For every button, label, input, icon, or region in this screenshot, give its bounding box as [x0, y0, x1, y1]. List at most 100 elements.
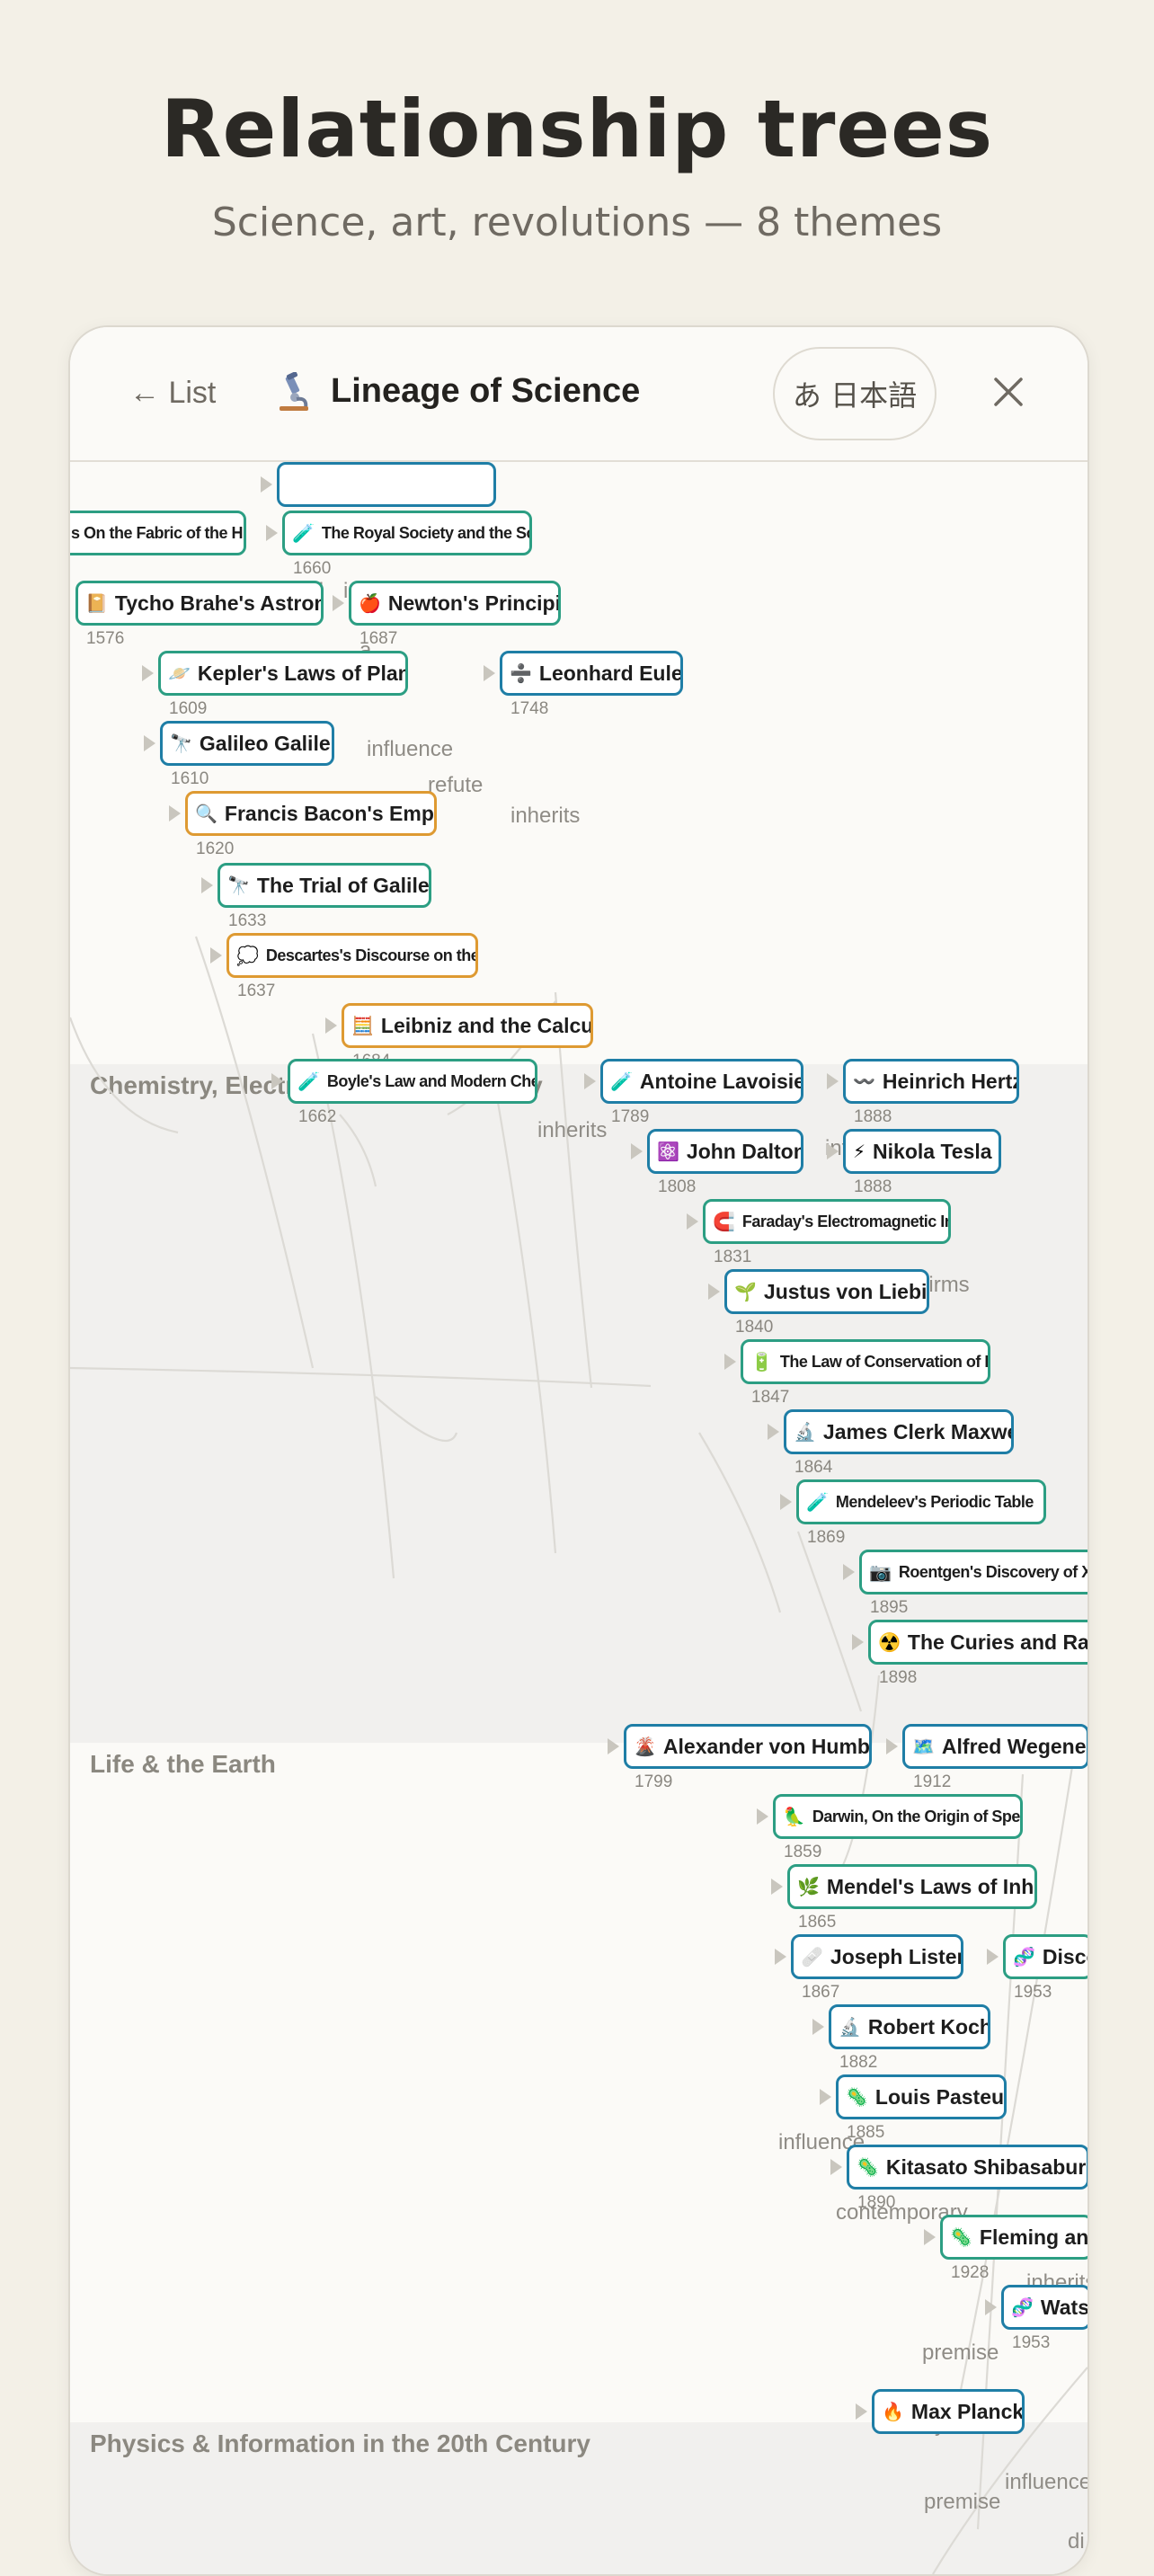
node-label: The Trial of Galileo [256, 873, 431, 897]
node-icon: 🧪 [297, 1071, 320, 1092]
tree-node[interactable]: 🧪The Royal Society and the Scientific Re… [282, 511, 532, 555]
node-year: 1748 [510, 699, 549, 718]
tree-node[interactable]: ⚡Nikola Tesla [843, 1129, 1001, 1174]
tree-node[interactable]: ➗Leonhard Euler [500, 651, 683, 696]
edge-arrow [843, 1564, 855, 1580]
edge-arrow [820, 2089, 831, 2105]
tree-node[interactable]: 🔭 The Trial of Galileo [217, 863, 431, 908]
node-label: Faraday's Electromagnetic Induction [741, 1212, 948, 1230]
back-to-list-button[interactable]: ← List [129, 376, 217, 410]
node-year: 1609 [169, 699, 208, 718]
tree-node[interactable]: s On the Fabric of the Human Body [70, 511, 246, 555]
tree-node[interactable]: 🧬 Wats [1001, 2285, 1089, 2330]
node-label: Justus von Liebig [763, 1279, 929, 1303]
edge-arrow [852, 1634, 864, 1650]
node-icon: 🔭 [227, 875, 250, 896]
node-icon: 🗺️ [912, 1737, 935, 1757]
tree-node[interactable]: ☢️The Curies and Radi [868, 1620, 1087, 1665]
edge-label: influence [367, 737, 454, 761]
node-label: Leonhard Euler [538, 661, 683, 685]
node-year: 1859 [784, 1843, 822, 1861]
tree-node[interactable]: 🩹Joseph Lister [791, 1934, 963, 1979]
tree-node[interactable]: 🧪Boyle's Law and Modern Chemistry [288, 1059, 537, 1104]
tree-node[interactable]: 💭Descartes's Discourse on the Method [226, 933, 478, 978]
node-year: 1633 [228, 911, 267, 930]
edge-arrow [827, 1143, 839, 1159]
node-label: s On the Fabric of the Human Body [71, 523, 244, 542]
node-year: 1890 [857, 2193, 896, 2212]
edge-arrow [584, 1073, 596, 1089]
tree-node[interactable]: 🦠Louis Pasteur [836, 2074, 1007, 2119]
tree-node[interactable]: 🧬Discover [1003, 1934, 1087, 1979]
tree-node[interactable]: 🔬Robert Koch [829, 2004, 990, 2049]
tree-node[interactable]: 📷Roentgen's Discovery of X-ra [859, 1550, 1087, 1594]
edge-arrow [325, 1017, 337, 1034]
edge-arrow [608, 1738, 619, 1754]
node-icon: 📷 [869, 1562, 892, 1583]
tree-node[interactable]: 🌱 Justus von Liebig [724, 1269, 929, 1314]
node-year: 1953 [1014, 1983, 1052, 2002]
edge-arrow [333, 595, 344, 611]
node-icon: 🌱 [734, 1282, 757, 1302]
node-icon: 🧮 [351, 1016, 374, 1036]
node-icon: 🩹 [801, 1947, 823, 1968]
node-label: Fleming and [979, 2225, 1089, 2249]
edge-arrow [987, 1949, 999, 1965]
edge-label: premise [924, 2490, 1001, 2514]
tree-node[interactable]: 🧪Antoine Lavoisier [600, 1059, 803, 1104]
tree-node[interactable]: 📔Tycho Brahe's Astronomical Observations [75, 581, 324, 626]
edge-arrow [708, 1284, 720, 1300]
node-year: 1865 [798, 1913, 837, 1932]
tree-node[interactable]: 🔍Francis Bacon's Empiricism [185, 791, 437, 836]
node-label: Descartes's Discourse on the Method [265, 946, 478, 964]
edge-label: inherits [537, 1118, 608, 1142]
tree-node[interactable]: ⚛️John Dalton [647, 1129, 803, 1174]
microscope-icon [280, 372, 308, 411]
edge-label: premise [922, 2341, 999, 2365]
edge-arrow [812, 2019, 824, 2035]
node-year: 1620 [196, 839, 235, 858]
tree-node[interactable]: 🔭Galileo Galilei [160, 721, 334, 766]
node-icon: 🧬 [1011, 2297, 1034, 2318]
node-label: Wats [1040, 2295, 1089, 2319]
tree-node[interactable]: 🧲Faraday's Electromagnetic Induction [703, 1199, 951, 1244]
node-icon: 🔥 [882, 2402, 904, 2422]
node-year: 1885 [847, 2123, 885, 2142]
node-icon: 🔬 [794, 1422, 816, 1443]
tree-node[interactable]: 🌿Mendel's Laws of Inheritance [787, 1864, 1037, 1909]
language-toggle-button[interactable]: あ 日本語 [773, 347, 937, 440]
node-icon: 🔬 [839, 2017, 861, 2038]
tree-node[interactable]: 🧪Mendeleev's Periodic Table [796, 1479, 1046, 1524]
edge-arrow [985, 2299, 997, 2315]
edge-arrow [827, 1073, 839, 1089]
tree-node[interactable]: 🦜Darwin, On the Origin of Species [773, 1794, 1023, 1839]
edge-arrow [201, 877, 213, 893]
band-label: Physics & Information in the 20th Centur… [90, 2429, 590, 2457]
node-icon: ☢️ [878, 1632, 901, 1653]
edge-arrow [856, 2403, 867, 2420]
tree-node[interactable]: 🧮Leibniz and the Calculus [342, 1003, 593, 1048]
tree-node[interactable]: 🗺️Alfred Wegener [902, 1724, 1087, 1769]
tree-node[interactable]: 🦠Fleming and [940, 2215, 1089, 2260]
tree-canvas[interactable]: Chemistry, Electromagnetism, Energy Life… [70, 462, 1087, 2574]
tree-node[interactable]: 🔥Max Planck [872, 2389, 1025, 2434]
node-year: 1928 [951, 2263, 990, 2282]
node-icon: 🔍 [195, 804, 217, 824]
tree-node[interactable]: 🪐Kepler's Laws of Planetary Motion [158, 651, 408, 696]
edge-arrow [924, 2229, 936, 2245]
tree-node[interactable]: 🦠Kitasato Shibasaburō [847, 2145, 1087, 2190]
node-label: Kepler's Laws of Planetary Motion [197, 661, 408, 685]
tree-node[interactable]: 🌋Alexander von Humboldt [624, 1724, 872, 1769]
tree-node[interactable]: 🍎Newton's Principia [349, 581, 561, 626]
node-year: 1867 [802, 1983, 840, 2002]
tree-node[interactable]: 🔋The Law of Conservation of Energy [741, 1339, 990, 1384]
tree-node[interactable] [277, 462, 496, 507]
node-label: Alexander von Humboldt [662, 1734, 870, 1758]
node-year: 1888 [854, 1107, 892, 1126]
node-icon: 🦜 [783, 1807, 805, 1827]
close-icon[interactable] [989, 372, 1028, 412]
tree-node[interactable]: 〰️Heinrich Hertz [843, 1059, 1019, 1104]
node-label: Newton's Principia [387, 591, 561, 615]
node-icon: 🦠 [857, 2157, 879, 2178]
tree-node[interactable]: 🔬James Clerk Maxwell [784, 1409, 1014, 1454]
